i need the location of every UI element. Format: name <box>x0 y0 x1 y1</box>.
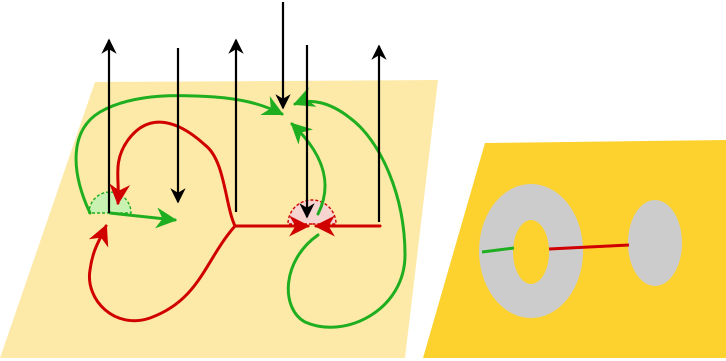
red-upper-loop <box>109 120 237 228</box>
red-connector <box>548 243 630 251</box>
red-lower-loop <box>87 224 237 323</box>
left-panel <box>0 2 438 358</box>
red-paths <box>87 120 382 323</box>
green-bottom-arrow <box>108 207 178 229</box>
green-top-loop <box>74 94 284 215</box>
green-connector <box>481 246 515 254</box>
green-outer-loop <box>286 87 407 329</box>
right-panel <box>423 140 726 358</box>
green-paths <box>74 87 407 329</box>
vertical-arrows <box>101 2 387 222</box>
left-plane <box>0 80 438 358</box>
disk-region <box>628 200 682 286</box>
green-right-loop <box>290 122 327 216</box>
annulus-region <box>479 184 584 318</box>
